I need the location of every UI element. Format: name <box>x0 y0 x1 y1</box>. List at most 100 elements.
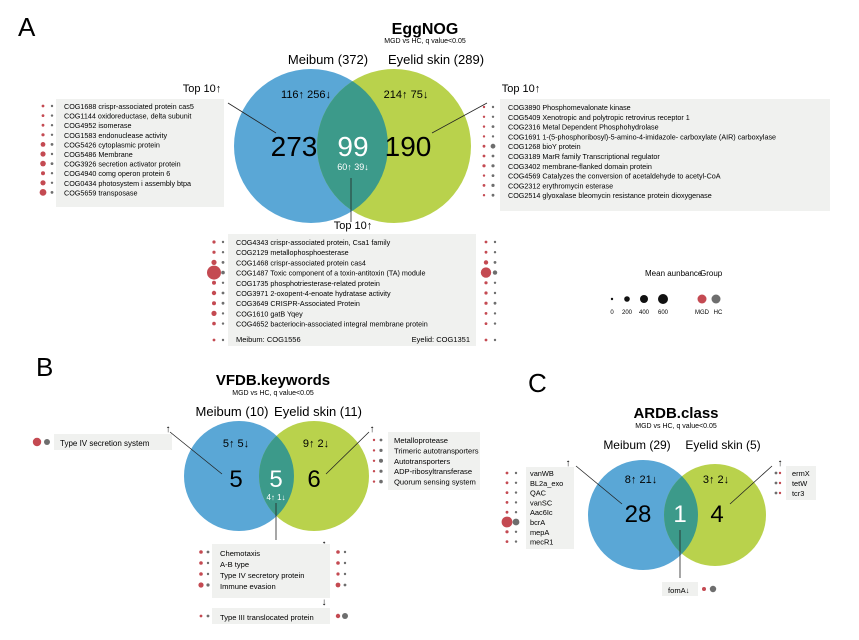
list-item: vanWB <box>530 469 554 478</box>
panel-c-right-updown: 3↑ 2↓ <box>703 474 729 486</box>
list-item: COG4940 comg operon protein 6 <box>64 169 170 178</box>
abundance-dot <box>505 530 509 534</box>
panel-b-list-right-box <box>388 432 480 490</box>
abundance-dot <box>709 585 717 593</box>
abundance-dot <box>379 438 383 442</box>
abundance-dot <box>44 439 50 445</box>
list-item: tetW <box>792 479 807 488</box>
abundance-dot <box>505 471 509 475</box>
legend-size-400 <box>640 295 648 303</box>
list-item: fomA↓ <box>668 586 690 595</box>
abundance-dot <box>492 270 498 275</box>
list-item: COG3971 2-oxopent-4-enoate hydratase act… <box>236 289 391 298</box>
abundance-dot <box>514 491 518 494</box>
abundance-dot <box>212 338 216 342</box>
legend-group-mgd-dot <box>697 294 707 304</box>
abundance-dot <box>491 154 495 158</box>
abundance-dot <box>206 561 210 565</box>
abundance-dot <box>211 259 217 265</box>
list-item: COG1735 phosphotriesterase-related prote… <box>236 279 380 288</box>
abundance-dot <box>493 240 497 244</box>
abundance-dot <box>50 181 54 184</box>
abundance-dot <box>505 540 509 543</box>
panel-c-right-count: 4 <box>710 501 723 528</box>
abundance-dot <box>221 312 225 315</box>
panel-c-leader-right <box>729 465 773 505</box>
abundance-dot <box>335 613 341 619</box>
panel-a: A EggNOG MGD vs HC, q value<0.05 Meibum … <box>18 12 830 346</box>
list-item: COG1688 crispr-associated protein cas5 <box>64 102 194 111</box>
panel-a-title: EggNOG <box>392 21 459 38</box>
panel-a-right-label: Eyelid skin (289) <box>388 52 484 67</box>
abundance-dot <box>199 561 203 565</box>
list-item: COG1691 1-(5-phosphoribosyl)-5-amino-4-i… <box>508 132 776 141</box>
abundance-dot <box>50 152 54 156</box>
list-item: Trimeric autotransporters <box>394 446 479 455</box>
abundance-dot <box>372 438 376 442</box>
list-item: COG5486 Membrane <box>64 150 133 159</box>
abundance-dot <box>32 437 42 447</box>
abundance-dot <box>482 164 486 168</box>
panel-b-left-updown: 5↑ 5↓ <box>223 438 249 450</box>
list-item: Type III translocated protein <box>220 613 314 622</box>
panel-a-list-right-box <box>500 99 830 211</box>
abundance-dot <box>483 260 489 265</box>
abundance-dot <box>778 491 782 495</box>
panel-a-leader-right <box>431 102 488 134</box>
legend-size-0 <box>610 297 614 301</box>
abundance-dot <box>41 104 45 108</box>
panel-c-list-left-box <box>526 467 574 549</box>
abundance-dot <box>343 572 347 576</box>
list-item: COG3189 MarR family Transcriptional regu… <box>508 152 660 161</box>
abundance-dot <box>493 281 497 284</box>
abundance-dot <box>482 194 486 197</box>
list-item: BL2a_exo <box>530 479 563 488</box>
abundance-dot <box>482 105 486 109</box>
panel-c-left-label: Meibum (29) <box>603 438 670 452</box>
abundance-dot <box>482 154 486 158</box>
abundance-dot <box>482 144 486 148</box>
abundance-dot <box>206 572 210 576</box>
panel-c-title: ARDB.class <box>633 405 718 422</box>
panel-b: B VFDB.keywords MGD vs HC, q value<0.05 … <box>32 352 480 624</box>
list-item: COG3649 CRISPR-Associated Protein <box>236 299 360 308</box>
abundance-dot <box>514 471 518 475</box>
abundance-dot <box>343 583 347 587</box>
abundance-dot <box>484 250 488 254</box>
abundance-dot <box>212 321 216 326</box>
list-item: ermX <box>792 469 810 478</box>
abundance-dot <box>198 582 204 588</box>
abundance-dot <box>336 561 340 565</box>
list-item: Type IV secretory protein <box>220 571 304 580</box>
panel-b-list-mid2-box <box>212 608 330 624</box>
abundance-dot <box>211 310 217 316</box>
abundance-dot <box>221 322 225 325</box>
list-item: mepA <box>530 528 549 537</box>
list-item: COG2312 erythromycin esterase <box>508 181 613 190</box>
abundance-dot <box>40 151 46 157</box>
abundance-dot <box>774 471 778 475</box>
panel-b-list-left-box <box>54 434 172 450</box>
legend-size-200 <box>624 296 630 302</box>
list-item: Autotransporters <box>394 457 450 466</box>
abundance-dot <box>484 338 488 342</box>
panel-a-left-label: Meibum (372) <box>288 52 368 67</box>
list-item: COG3402 membrane-flanked domain protein <box>508 162 652 171</box>
list-item: COG4343 crispr-associated protein, Csa1 … <box>236 238 391 247</box>
abundance-dot <box>221 251 225 254</box>
abundance-dot <box>372 480 376 483</box>
abundance-dot <box>491 193 495 197</box>
abundance-dot <box>505 491 509 494</box>
list-item: COG0434 photosystem i assembly btpa <box>64 179 191 188</box>
list-item: Immune evasion <box>220 582 276 591</box>
panel-b-subtitle: MGD vs HC, q value<0.05 <box>232 390 314 397</box>
abundance-dot <box>493 338 497 342</box>
abundance-dot <box>484 312 488 315</box>
panel-a-list-left-box <box>56 99 224 207</box>
list-item: Aac6Ic <box>530 508 553 517</box>
list-item: bcrA <box>530 518 545 527</box>
abundance-dot <box>379 469 383 473</box>
abundance-dot <box>221 261 225 264</box>
abundance-dot <box>212 240 216 244</box>
